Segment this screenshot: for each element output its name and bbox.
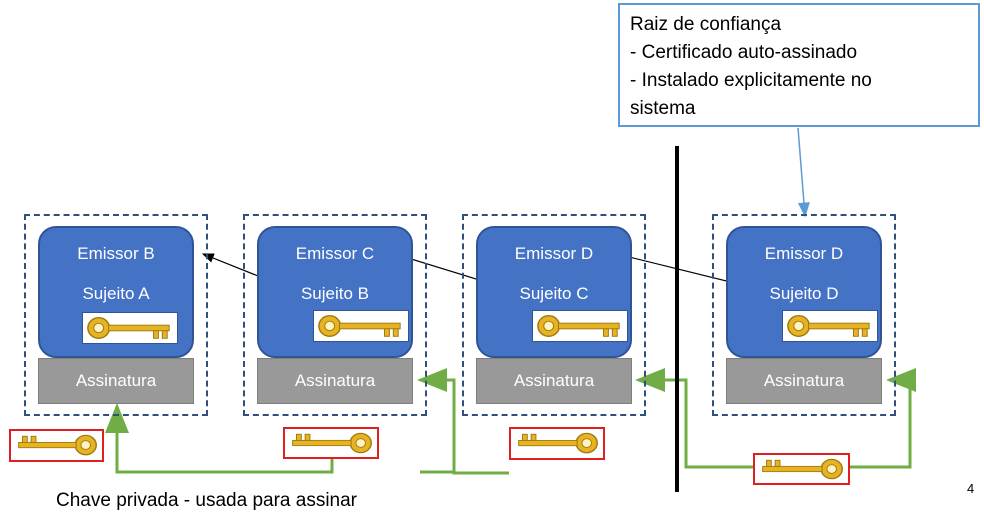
note-title: Raiz de confiança (630, 14, 782, 35)
private-key-1 (9, 429, 104, 462)
signature-bar: Assinatura (38, 358, 194, 404)
golden-key-icon (318, 314, 401, 338)
certificate-body: Emissor D Sujeito C (476, 226, 632, 358)
signing-link-2 (420, 443, 456, 474)
note-line-1: - Certificado auto-assinado (630, 42, 858, 63)
subject-label: Sujeito B (300, 284, 370, 303)
private-key-3 (509, 427, 605, 460)
signature-bar: Assinatura (476, 358, 632, 404)
certificate-body: Emissor C Sujeito B (257, 226, 413, 358)
golden-key-icon (18, 434, 97, 456)
page-number: 4 (967, 481, 975, 496)
certificate-root: Emissor D Sujeito D Assinatura (712, 214, 896, 416)
note-line-2: - Instalado explicitamente no (630, 70, 872, 91)
issuer-label: Emissor C (295, 244, 375, 263)
golden-key-icon (762, 458, 843, 480)
golden-key-icon (518, 432, 598, 454)
golden-key-icon (87, 316, 170, 340)
public-key-box (532, 310, 628, 342)
public-key-box (782, 310, 878, 342)
golden-key-icon (292, 432, 372, 454)
subject-label: Sujeito D (769, 284, 839, 303)
root-of-trust-note: Raiz de confiança - Certificado auto-ass… (618, 3, 980, 127)
note-line-3: sistema (630, 98, 696, 119)
issuer-label: Emissor D (764, 244, 844, 263)
public-key-box (82, 312, 178, 344)
private-key-2 (283, 427, 379, 459)
certificate-c: Emissor D Sujeito C Assinatura (462, 214, 646, 416)
golden-key-icon (787, 314, 870, 338)
certificate-b: Emissor C Sujeito B Assinatura (243, 214, 427, 416)
issuer-label: Emissor B (77, 244, 155, 263)
public-key-box (313, 310, 409, 342)
certificate-body: Emissor D Sujeito D (726, 226, 882, 358)
issuer-label: Emissor D (514, 244, 594, 263)
root-note-pointer (797, 127, 810, 218)
private-key-root (753, 453, 850, 485)
certificate-a: Emissor B Sujeito A Assinatura (24, 214, 208, 416)
signing-link-root (850, 368, 916, 469)
subject-label: Sujeito C (519, 284, 589, 303)
trust-boundary-divider (675, 146, 679, 492)
certificate-body: Emissor B Sujeito A (38, 226, 194, 358)
signing-link-3 (417, 368, 509, 475)
golden-key-icon (537, 314, 620, 338)
private-key-caption: Chave privada - usada para assinar (56, 490, 358, 511)
signature-bar: Assinatura (257, 358, 413, 404)
signing-link-4 (635, 368, 753, 469)
signing-link-1 (105, 403, 334, 474)
subject-label: Sujeito A (82, 284, 150, 303)
signature-bar: Assinatura (726, 358, 882, 404)
